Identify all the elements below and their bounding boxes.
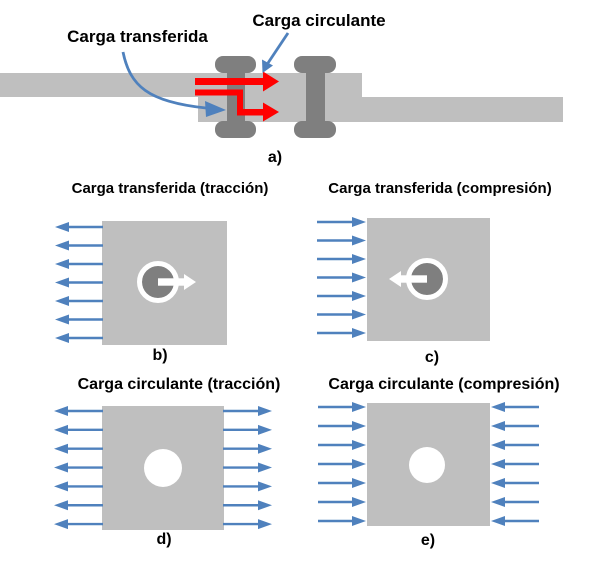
rotation-arrow-head <box>184 274 196 290</box>
pointer-circulante-head <box>262 59 273 73</box>
hole-circle <box>144 449 182 487</box>
caption-c: c) <box>424 349 440 366</box>
panel-e-title: Carga circulante (compresión) <box>328 376 560 393</box>
red-load-arrow-stepped <box>195 89 279 122</box>
panel-e-right-arrows <box>491 402 539 526</box>
upper-shaft <box>0 73 362 97</box>
force-arrow-head <box>258 424 272 435</box>
force-arrow-head <box>55 333 69 343</box>
force-arrow-head <box>54 443 68 454</box>
force-arrow-head <box>352 272 366 283</box>
force-arrow-head <box>491 402 505 412</box>
force-arrow-head <box>55 240 69 251</box>
panel-c-title: Carga transferida (compresión) <box>328 180 552 197</box>
rotation-arrow-shaft <box>399 275 427 283</box>
panel-e-left-arrows <box>318 402 366 526</box>
force-arrow-head <box>352 235 366 246</box>
panel-d-right-arrows <box>223 406 272 530</box>
rotation-arrow-symbol <box>137 261 196 303</box>
panel-c-left-arrows <box>317 217 366 338</box>
force-arrow-head <box>352 459 366 469</box>
shaft-coupling-diagram <box>0 32 563 138</box>
caption-a: a) <box>267 149 283 166</box>
panels-layer <box>54 217 539 530</box>
force-arrow-head <box>352 254 366 264</box>
coupling-left-top-flange <box>215 56 256 73</box>
force-arrow-head <box>491 459 505 469</box>
pointer-circulante <box>262 32 290 73</box>
force-arrow-head <box>352 402 366 412</box>
force-arrow-head <box>352 421 366 431</box>
force-arrow-head <box>258 406 272 416</box>
coupling-right-bottom-flange <box>294 121 336 138</box>
panel-d-title: Carga circulante (tracción) <box>77 376 281 393</box>
force-arrow-head <box>258 500 272 511</box>
panel-b-title: Carga transferida (tracción) <box>71 180 269 197</box>
force-arrow-head <box>54 424 68 435</box>
force-arrow-head <box>54 462 68 473</box>
label-carga-transferida: Carga transferida <box>67 27 208 46</box>
force-arrow-head <box>258 462 272 473</box>
pointer-transferida-head <box>205 101 226 117</box>
force-arrow-head <box>55 296 69 306</box>
pointer-circulante-line <box>266 32 290 64</box>
force-arrow-head <box>54 500 68 511</box>
force-arrow-head <box>491 478 505 488</box>
force-arrow-head <box>55 314 69 325</box>
caption-d: d) <box>156 531 172 548</box>
force-arrow-head <box>55 277 69 288</box>
red-load-arrow-straight <box>195 71 279 92</box>
force-arrow-head <box>352 497 366 507</box>
force-arrow-head <box>55 222 69 232</box>
coupling-right-top-flange <box>294 56 336 73</box>
force-arrow-head <box>352 217 366 227</box>
caption-e: e) <box>420 532 436 549</box>
force-arrow-head <box>352 440 366 450</box>
panel-e <box>318 402 539 526</box>
coupling-right <box>294 56 336 138</box>
force-arrow-head <box>352 291 366 301</box>
pointer-transferida <box>121 51 226 117</box>
force-arrow-head <box>258 443 272 454</box>
coupling-left-bottom-flange <box>215 121 256 138</box>
rotation-arrow-shaft <box>158 278 186 286</box>
coupling-right-bolt <box>306 56 325 138</box>
force-arrow-head <box>352 309 366 320</box>
caption-b: b) <box>152 347 168 364</box>
force-arrow-head <box>55 259 69 269</box>
force-arrow-head <box>352 328 366 338</box>
rotation-arrow-head <box>389 271 401 287</box>
panel-d-left-arrows <box>54 406 103 530</box>
force-arrow-head <box>491 421 505 431</box>
label-carga-circulante: Carga circulante <box>252 11 386 30</box>
force-arrow-head <box>258 519 272 530</box>
panel-d <box>54 406 272 530</box>
force-arrow-head <box>258 481 272 492</box>
force-arrow-head <box>54 406 68 416</box>
coupling-left <box>215 56 256 138</box>
force-arrow-head <box>491 497 505 507</box>
force-arrow-head <box>352 478 366 488</box>
coupling-left-bolt <box>227 56 245 138</box>
pointer-transferida-curve <box>121 51 207 110</box>
force-arrow-head <box>491 516 505 526</box>
force-arrow-head <box>352 516 366 526</box>
panel-b-left-arrows <box>55 222 103 343</box>
force-arrow-head <box>54 519 68 530</box>
panel-b <box>55 221 227 345</box>
rotation-arrow-symbol <box>389 258 448 300</box>
force-arrow-head <box>491 440 505 450</box>
force-arrow-head <box>54 481 68 492</box>
panel-c <box>317 217 490 341</box>
hole-circle <box>409 447 445 483</box>
